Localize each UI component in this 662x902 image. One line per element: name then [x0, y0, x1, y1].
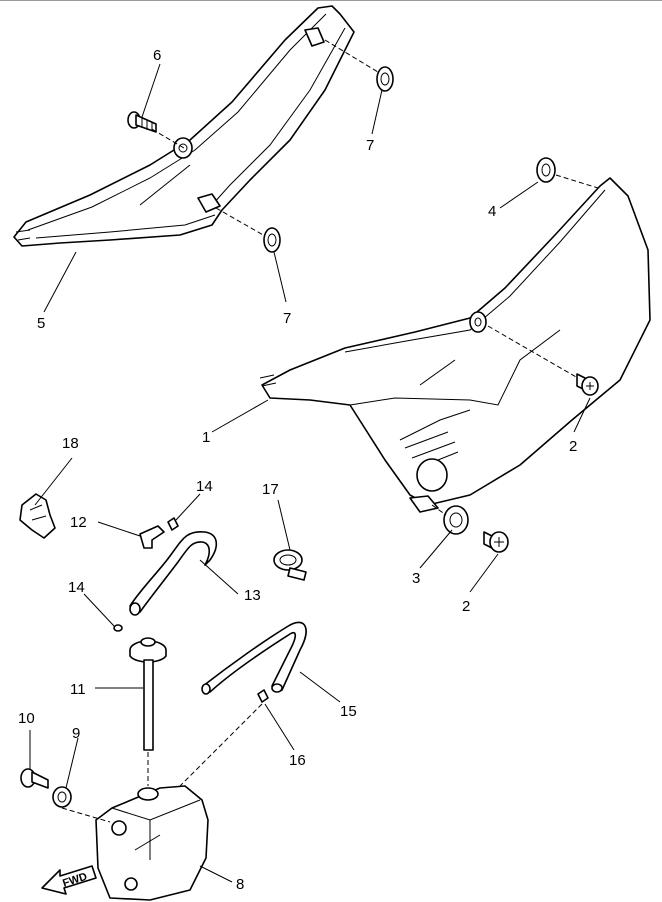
- callout-2-upper: 2: [569, 438, 577, 455]
- clip-14-upper: [167, 517, 179, 531]
- grommet-7-upper: [376, 66, 394, 92]
- callout-13: 13: [244, 587, 261, 604]
- clip-14-lower: [113, 624, 123, 632]
- callout-7-lower: 7: [283, 310, 291, 327]
- elbow-joint-12: [139, 525, 165, 549]
- fwd-arrow-icon: FWD: [41, 865, 97, 895]
- callout-5: 5: [37, 315, 45, 332]
- callout-2-lower: 2: [462, 598, 470, 615]
- hose-15: [201, 621, 307, 695]
- callout-6: 6: [153, 47, 161, 64]
- callout-11: 11: [70, 681, 86, 698]
- callout-10: 10: [18, 710, 35, 727]
- callout-7-upper: 7: [366, 137, 374, 154]
- callout-15: 15: [340, 703, 357, 720]
- leader-lines: [29, 63, 591, 883]
- callout-3: 3: [412, 570, 420, 587]
- callout-12: 12: [70, 514, 87, 531]
- callout-8: 8: [236, 876, 244, 893]
- callout-18: 18: [62, 435, 79, 452]
- band-17: [273, 549, 307, 581]
- callout-4: 4: [488, 203, 496, 220]
- top-border: [0, 0, 662, 1]
- grommet-4: [536, 157, 556, 183]
- reservoir-tank-8: [95, 785, 209, 901]
- callout-14-upper: 14: [196, 478, 213, 495]
- screw-6: [127, 111, 157, 133]
- collar-9: [52, 786, 72, 808]
- tank-cap-11: [129, 637, 167, 751]
- hose-13: [129, 531, 218, 616]
- callout-17: 17: [262, 481, 279, 498]
- grommet-7-lower: [263, 227, 281, 253]
- collar-3: [443, 505, 469, 535]
- clip-16: [257, 689, 269, 703]
- bolt-2-lower: [483, 531, 509, 553]
- side-cover-right: [259, 177, 651, 513]
- callout-labels: 6 7 7 5 4 1 2 3 2 18 12 14 13 14 17 11 1…: [18, 47, 577, 893]
- callout-16: 16: [289, 752, 306, 769]
- clamp-18: [19, 493, 56, 539]
- bolt-10: [20, 768, 49, 789]
- callout-9: 9: [72, 725, 80, 742]
- bolt-2-upper: [576, 373, 599, 396]
- side-cover-left: [13, 5, 355, 247]
- callout-14-lower: 14: [68, 579, 85, 596]
- callout-1: 1: [202, 429, 210, 446]
